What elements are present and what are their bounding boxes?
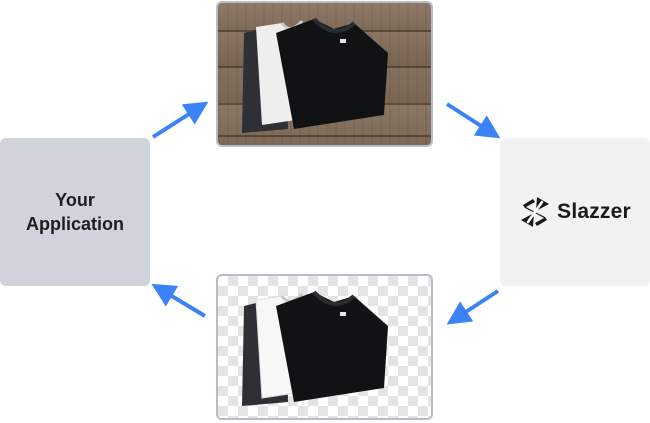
application-label-line1: Your xyxy=(55,190,95,210)
arrow-app-to-input xyxy=(151,101,209,139)
slazzer-name: Slazzer xyxy=(557,200,631,223)
folded-t-shirts-image xyxy=(242,290,388,406)
folded-t-shirts-image xyxy=(242,17,388,133)
application-label-line2: Application xyxy=(26,214,124,234)
arrow-slazzer-to-output xyxy=(446,289,500,325)
arrow-input-to-slazzer xyxy=(445,102,501,139)
output-photo xyxy=(216,274,433,420)
input-photo xyxy=(216,1,433,147)
arrow-output-to-app xyxy=(151,283,207,318)
application-label: Your Application xyxy=(26,188,124,236)
slazzer-box: Slazzer xyxy=(500,138,650,286)
slazzer-brand: Slazzer xyxy=(519,195,631,229)
application-box: Your Application xyxy=(0,138,150,286)
slazzer-logo-icon xyxy=(521,197,550,227)
